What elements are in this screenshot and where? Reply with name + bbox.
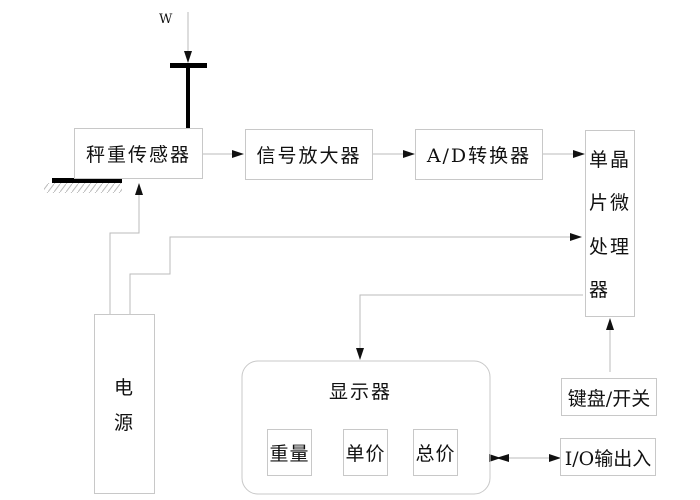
sensor-node: 秤重传感器 [74,128,203,179]
keyboard-node: 键盘/开关 [561,378,657,416]
power-node: 电 源 [94,314,155,494]
mcu-label-1: 单晶 [588,149,631,172]
io-node: I/O输出入 [560,438,656,476]
amplifier-node: 信号放大器 [245,129,373,180]
display-container [241,360,491,495]
scale-plate [170,63,207,68]
adc-node: A/D转换器 [415,129,543,180]
mcu-label-2: 片微 [588,192,631,215]
edge-power-mcu [129,233,582,314]
force-label: W [159,12,175,27]
weight-node: 重量 [267,429,312,476]
power-label-1: 电 [113,377,135,399]
mcu-node: 单晶 片微 处理 器 [585,130,635,317]
ground-hatch [44,183,122,193]
mcu-label-4: 器 [589,278,611,301]
total-price-node: 总价 [413,429,458,476]
mcu-label-3: 处理 [588,235,631,258]
display-title: 显示器 [329,381,393,403]
edge-power-sensor [109,183,143,314]
edge-mcu-display [356,294,583,360]
scale-post [186,66,190,128]
power-label-2: 源 [113,412,135,434]
ground-base [52,178,122,183]
unit-price-node: 单价 [343,429,388,476]
